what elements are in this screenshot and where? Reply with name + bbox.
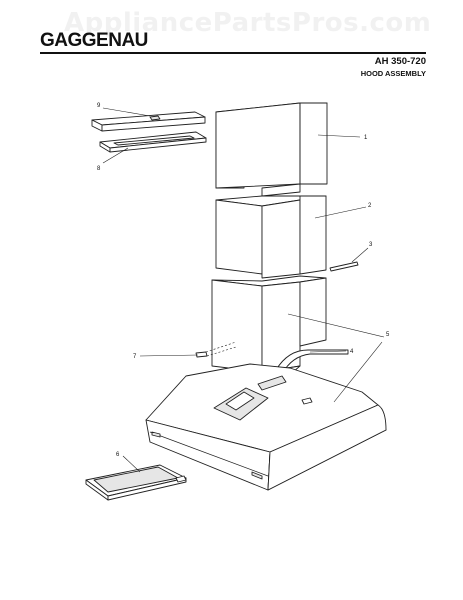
- header-rule: [40, 52, 426, 54]
- callout-6: 6: [116, 452, 120, 458]
- callout-3: 3: [369, 242, 373, 248]
- leader-lines: [102, 107, 385, 473]
- callout-5: 5: [386, 332, 390, 338]
- part-2-middle-chimney: [215, 195, 327, 279]
- callout-2: 2: [368, 203, 372, 209]
- part-1-upper-chimney: [215, 102, 328, 197]
- callout-1: 1: [364, 135, 368, 141]
- part-8-frame: [99, 131, 207, 153]
- section-title: HOOD ASSEMBLY: [360, 69, 426, 78]
- callout-4: 4: [350, 349, 354, 355]
- part-3-clip: [329, 261, 359, 272]
- part-9-cover-plate: [91, 111, 206, 132]
- part-4-bracket: [275, 349, 349, 375]
- watermark-text: AppliancePartsPros.com: [64, 8, 432, 38]
- callout-8: 8: [97, 166, 101, 172]
- lower-chimney-section: [211, 275, 327, 381]
- callout-9: 9: [97, 103, 101, 109]
- part-6-filter: [85, 464, 187, 501]
- part-5-hood-canopy: [145, 363, 387, 491]
- brand-logo: GAGGENAU: [40, 30, 148, 51]
- callout-7: 7: [133, 354, 137, 360]
- model-number: AH 350-720: [374, 56, 426, 67]
- part-7-screws: [195, 341, 237, 358]
